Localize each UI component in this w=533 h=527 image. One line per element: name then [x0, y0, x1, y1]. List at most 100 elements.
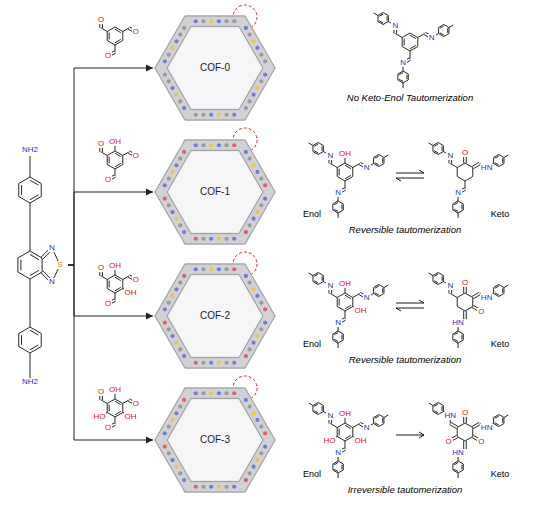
bond-line: [438, 28, 439, 34]
bond-line: [107, 280, 108, 289]
atom-dot: [263, 431, 267, 435]
bond-line: [375, 293, 379, 295]
bond-line: [447, 28, 448, 33]
bond-line: [19, 197, 30, 204]
bond-line: [382, 158, 383, 163]
bond-line: [454, 463, 458, 465]
atom-label: O: [97, 16, 105, 24]
bond-line: [338, 470, 343, 473]
note-text: Reversible tautomerization: [349, 355, 461, 365]
bond-line: [442, 276, 443, 281]
bond-line: [322, 276, 323, 281]
bond-line: [457, 428, 458, 437]
atom-dot: [163, 73, 167, 77]
bond-line: [465, 181, 466, 189]
atom-dot: [209, 19, 213, 23]
bond-line: [338, 201, 343, 204]
bond-line: [115, 169, 116, 176]
bond-line: [434, 144, 438, 146]
atom-dot: [232, 143, 236, 147]
bond-line: [502, 418, 503, 423]
bond-line: [388, 16, 389, 22]
strokes: [18, 156, 60, 378]
bond-line: [463, 204, 464, 210]
atom-dot: [244, 398, 248, 402]
bond-line: [115, 289, 123, 294]
atom-dot: [167, 327, 171, 331]
bond-line: [323, 276, 324, 282]
bond-line: [339, 169, 340, 176]
bond-line: [101, 400, 107, 404]
atom-dot: [224, 485, 228, 489]
atom-dot: [217, 143, 221, 147]
bond-line: [403, 80, 408, 83]
bond-line: [115, 151, 123, 156]
note-text: No Keto-Enol Tautomerization: [347, 93, 473, 103]
atom-dot: [209, 361, 213, 365]
atom-dot: [194, 361, 198, 365]
bond-line: [379, 155, 384, 158]
bond-line: [373, 418, 374, 424]
bond-line: [457, 298, 458, 307]
bond-line: [115, 29, 121, 32]
atom-dot: [182, 478, 186, 482]
bond-line: [495, 286, 499, 288]
bond-line: [382, 288, 383, 293]
atom-dot: [232, 485, 236, 489]
bond-line: [504, 285, 508, 288]
bond-line: [341, 335, 342, 340]
atom-dot: [263, 59, 267, 63]
atom-label: N: [48, 244, 56, 252]
bond-line: [334, 469, 338, 471]
atom-label: N: [326, 412, 334, 420]
bond-line: [410, 35, 416, 38]
bond-line: [345, 437, 353, 442]
bond-line: [107, 413, 115, 418]
bond-line: [458, 331, 463, 334]
atom-dot: [244, 354, 248, 358]
bond-line: [375, 156, 379, 158]
bond-line: [453, 470, 458, 473]
atom-dot: [259, 301, 263, 305]
bond-line: [313, 273, 318, 276]
atom-dot: [224, 143, 228, 147]
bond-line: [463, 464, 464, 470]
bond-line: [338, 340, 343, 343]
bond-line: [345, 165, 351, 168]
equilibrium-arrow: [396, 170, 424, 173]
bond-line: [373, 158, 374, 164]
bond-line: [41, 184, 42, 197]
bond-line: [107, 404, 108, 413]
atom-dot: [255, 210, 259, 214]
bond-line: [472, 298, 473, 307]
wall: [161, 145, 269, 239]
atom-label: O: [461, 279, 469, 287]
bond-line: [115, 41, 123, 46]
bond-line: [115, 153, 121, 156]
atom-dot: [248, 347, 252, 351]
bond-line: [458, 461, 463, 464]
bond-line: [330, 424, 337, 428]
atom-label: S: [56, 261, 63, 269]
atom-label: NH2: [21, 146, 39, 154]
reaction-arrow: [68, 68, 153, 265]
atom-dot: [178, 404, 182, 408]
bond-line: [313, 412, 318, 415]
atom-label: OH: [354, 437, 368, 445]
bond-line: [495, 293, 499, 295]
bond-line: [438, 282, 443, 285]
bond-line: [457, 423, 465, 428]
atom-label: OH: [338, 150, 352, 158]
bond-line: [457, 168, 458, 177]
bond-line: [402, 47, 410, 52]
note-text: Reversible tautomerization: [349, 225, 461, 235]
form-label: Keto: [491, 340, 510, 349]
bond-line: [434, 281, 438, 283]
atom-label: O: [132, 400, 140, 408]
bond-line: [383, 13, 388, 16]
atom-dot: [248, 280, 252, 284]
bond-line: [318, 273, 323, 276]
bond-line: [353, 164, 360, 168]
bond-line: [30, 251, 42, 258]
bond-line: [434, 274, 438, 276]
